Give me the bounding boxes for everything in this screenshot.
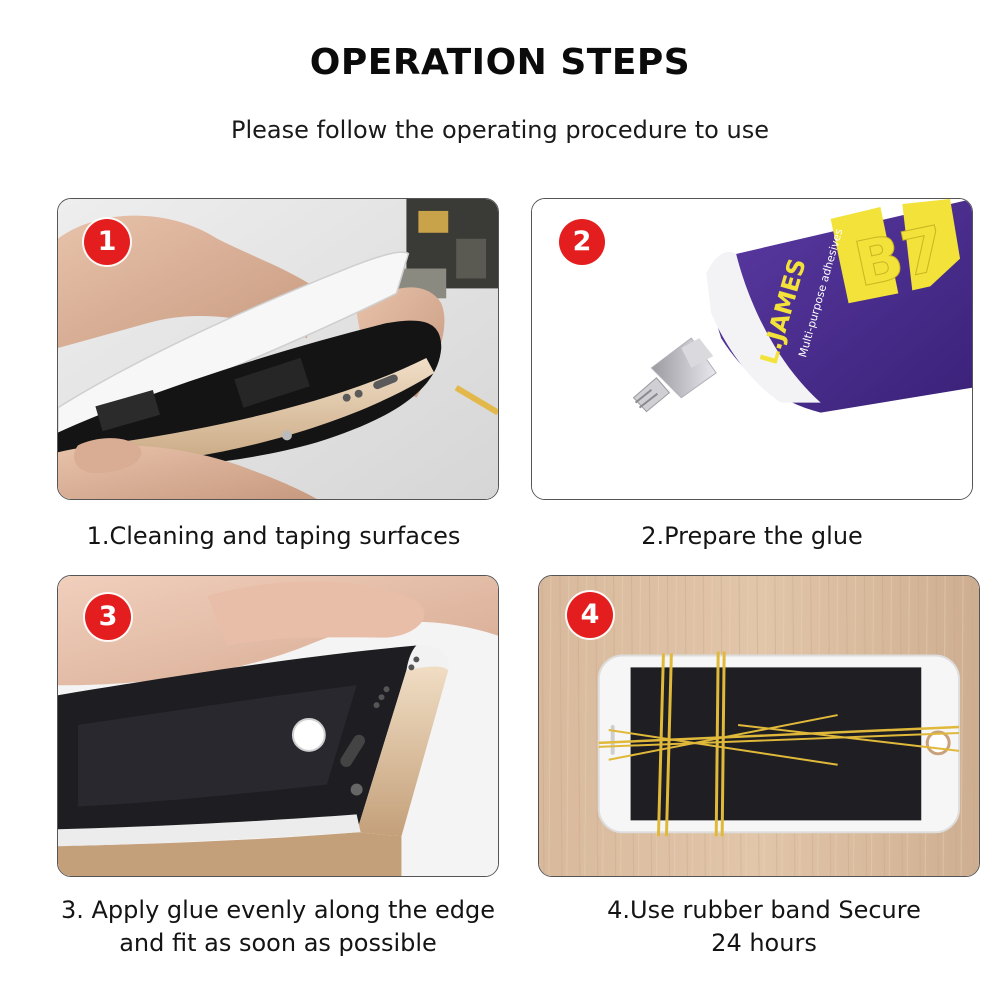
- page-title: OPERATION STEPS: [309, 42, 691, 83]
- step-4-caption: 4.Use rubber band Secure 24 hours: [538, 894, 990, 960]
- step-1-caption: 1.Cleaning and taping surfaces: [86, 522, 461, 550]
- step-3-caption-line-2: and fit as soon as possible: [119, 929, 437, 957]
- step-4-caption-line-2: 24 hours: [711, 929, 817, 957]
- step-1-illustration: [58, 199, 498, 499]
- step-2-illustration: L.JAMES Multi-purpose adhesives B7: [532, 199, 972, 499]
- step-2-number-badge: 2: [559, 219, 605, 265]
- step-3-illustration: [58, 576, 498, 876]
- step-4-image: 4: [538, 575, 980, 877]
- step-2-image: L.JAMES Multi-purpose adhesives B7 2: [531, 198, 973, 500]
- step-4-number-badge: 4: [567, 592, 613, 638]
- step-1-image: 1: [57, 198, 499, 500]
- step-4-illustration: [539, 576, 979, 876]
- step-1-number-badge: 1: [84, 219, 130, 265]
- step-4-caption-line-1: 4.Use rubber band Secure: [607, 896, 921, 924]
- page-subtitle: Please follow the operating procedure to…: [231, 116, 769, 144]
- step-3-image: 3: [57, 575, 499, 877]
- step-2-caption: 2.Prepare the glue: [641, 522, 863, 550]
- step-3-caption-line-1: 3. Apply glue evenly along the edge: [60, 896, 495, 924]
- step-3-number-badge: 3: [85, 594, 131, 640]
- step-3-caption: 3. Apply glue evenly along the edge and …: [40, 894, 516, 960]
